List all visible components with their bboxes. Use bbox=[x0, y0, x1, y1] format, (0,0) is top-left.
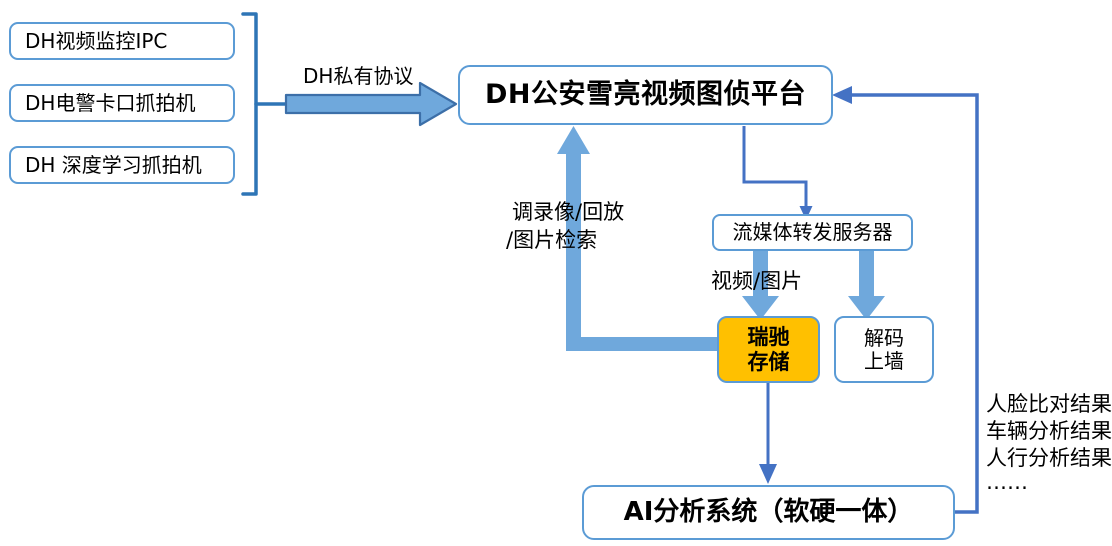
storage-box-label-line1: 瑞驰 bbox=[747, 325, 790, 350]
storage-box-label-line2: 存储 bbox=[747, 349, 790, 374]
ai-system-box-label: AI分析系统（软硬一体） bbox=[623, 496, 914, 527]
protocol-edge-label: DH私有协议 bbox=[303, 64, 414, 88]
decode-box-label-line1: 解码 bbox=[864, 325, 904, 350]
source-box-ipc[interactable]: DH视频监控IPC bbox=[9, 22, 235, 60]
retrieve-edge-label-line1: 调录像/回放 bbox=[512, 200, 625, 224]
decode-box-label-line2: 上墙 bbox=[864, 348, 904, 373]
source-box-traffic-camera-label: DH电警卡口抓拍机 bbox=[25, 90, 196, 115]
retrieve-edge-label-line2: /图片检索 bbox=[506, 228, 598, 252]
video-image-edge-label: 视频/图片 bbox=[711, 269, 803, 293]
source-group-bracket bbox=[241, 12, 290, 196]
source-box-traffic-camera[interactable]: DH电警卡口抓拍机 bbox=[9, 84, 235, 122]
result-label-pedestrian: 人行分析结果 bbox=[986, 446, 1112, 470]
platform-to-stream-edge bbox=[742, 126, 813, 220]
platform-box-label: DH公安雪亮视频图侦平台 bbox=[484, 79, 806, 111]
storage-to-platform-edge bbox=[557, 126, 718, 351]
stream-to-storage-arrow bbox=[742, 250, 779, 320]
storage-box[interactable]: 瑞驰 存储 bbox=[717, 316, 820, 383]
result-label-ellipsis: …… bbox=[986, 470, 1028, 494]
protocol-arrow bbox=[284, 81, 458, 127]
stream-server-box-label: 流媒体转发服务器 bbox=[732, 220, 893, 244]
platform-box[interactable]: DH公安雪亮视频图侦平台 bbox=[458, 65, 833, 125]
source-box-deep-learning-camera[interactable]: DH 深度学习抓拍机 bbox=[9, 146, 235, 184]
decode-box[interactable]: 解码 上墙 bbox=[834, 316, 934, 383]
ai-to-platform-edge bbox=[832, 86, 979, 514]
result-label-face: 人脸比对结果 bbox=[986, 392, 1112, 416]
stream-server-box[interactable]: 流媒体转发服务器 bbox=[712, 214, 913, 251]
stream-to-decode-arrow bbox=[848, 250, 885, 320]
storage-to-ai-edge bbox=[759, 383, 777, 484]
source-box-deep-learning-camera-label: DH 深度学习抓拍机 bbox=[25, 152, 202, 177]
source-box-ipc-label: DH视频监控IPC bbox=[25, 28, 168, 53]
result-label-vehicle: 车辆分析结果 bbox=[986, 419, 1112, 443]
ai-system-box[interactable]: AI分析系统（软硬一体） bbox=[582, 485, 955, 540]
